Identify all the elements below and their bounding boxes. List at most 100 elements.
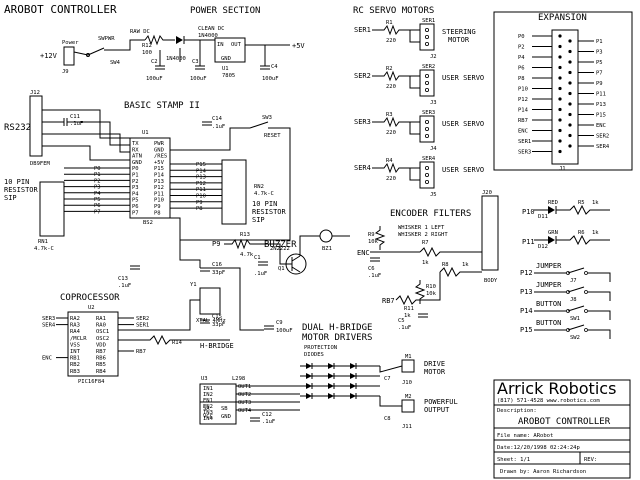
expansion-pin-label: SER2 <box>596 134 609 140</box>
wire <box>409 30 420 43</box>
wire <box>42 145 130 161</box>
servo-pin <box>424 35 429 40</box>
stamp-port-net: P13 <box>196 175 206 181</box>
rb7-net-label: RB7 <box>382 297 395 305</box>
pic-pin-label: RA0 <box>96 323 106 329</box>
basic-stamp-section: BASIC STAMP II RS232 J12 DB9FEM U1 BS2 R… <box>4 90 291 252</box>
servo-connector-net: SER1 <box>422 18 435 24</box>
pic-pin-net: ENC <box>42 356 52 362</box>
stamp-pin-label: P13 <box>154 179 164 185</box>
body-label: BODY <box>484 278 498 284</box>
servo-connector-ref: J2 <box>430 54 437 60</box>
switch-port: P15 <box>520 326 533 334</box>
wire <box>42 109 130 139</box>
file-name: File name: ARobot <box>497 433 553 439</box>
stamp-pin-label: P3 <box>132 185 139 191</box>
capacitor-c5-ref: C5 <box>398 318 405 324</box>
motor-m1 <box>401 359 415 373</box>
expansion-pin-label: RB7 <box>518 118 528 124</box>
stamp-pin-label: P9 <box>154 204 161 210</box>
led-section: P10 RED D11 R5 1k P11 GRN D12 R6 1k <box>522 200 610 250</box>
capacitor-c6-value: .1uF <box>368 273 381 279</box>
stamp-port-net: P8 <box>196 206 203 212</box>
wire <box>299 235 320 256</box>
expansion-pin <box>568 70 572 75</box>
stamp-pin-label: +5V <box>154 160 165 166</box>
power-jack-ref: J9 <box>62 69 69 75</box>
stamp-pin-label: P0 <box>132 166 139 172</box>
resistor-r12-value: 100 <box>142 50 152 56</box>
servo-pin <box>424 81 429 86</box>
expansion-pin-label: P7 <box>596 71 603 77</box>
pic-chip-u2 <box>67 311 119 377</box>
resistor-r6 <box>556 234 610 246</box>
switch-contact <box>584 290 588 294</box>
servo-label: USER SERVO <box>442 74 484 82</box>
stamp-port-net: P10 <box>196 194 206 200</box>
expansion-pin-label: P5 <box>596 60 603 66</box>
buzzer-bz1 <box>319 229 333 243</box>
wire <box>372 24 420 36</box>
capacitor-c16-ref: C16 <box>212 262 222 268</box>
buzzer-input-port: P9 <box>212 240 220 248</box>
diode-d1-ref: 1N4000 <box>166 56 186 62</box>
stamp-heading: BASIC STAMP II <box>124 101 200 111</box>
pic-pin-label: OSC1 <box>96 329 109 335</box>
powerful-output-label-1: POWERFUL <box>424 398 458 406</box>
wire <box>372 116 420 128</box>
resistor-r11-value: 1k <box>404 313 411 319</box>
hbridge-pin-label: IN4 <box>203 416 214 422</box>
hbridge-pin-label: IN1 <box>203 386 213 392</box>
rn2-desc-1: 10 PIN <box>252 200 277 208</box>
switch-contact <box>584 309 588 313</box>
pic-pin-label: OSC2 <box>96 336 109 342</box>
crystal-y1-ref: Y1 <box>190 282 197 288</box>
switch-port: P12 <box>520 269 533 277</box>
wire <box>210 267 264 331</box>
servo-pin <box>424 74 429 79</box>
schematic-title: AROBOT CONTROLLER <box>4 3 117 16</box>
capacitor-c14-ref: C14 <box>212 116 223 122</box>
stamp-pin-label: P14 <box>154 173 165 179</box>
expansion-pin-label: P1 <box>596 39 603 45</box>
servo-section: RC SERVO MOTORS SER1R1220SER1J2STEERINGM… <box>353 6 484 198</box>
regulator-ref: U1 <box>222 66 229 72</box>
pic-pin-label: VDD <box>96 342 106 348</box>
capacitor-c1-value: .1uF <box>254 271 267 277</box>
servo-section-heading: RC SERVO MOTORS <box>353 6 434 16</box>
servo-label-2: MOTOR <box>448 36 470 44</box>
resistor-network-rn1 <box>39 181 65 237</box>
capacitor-c14-value: .1uF <box>212 124 225 130</box>
expansion-pin <box>568 144 572 148</box>
resistor-r10 <box>414 280 426 304</box>
led-green-port: P11 <box>522 238 535 246</box>
rs232-label: RS232 <box>4 123 31 133</box>
hbridge-pin-label: EN2 <box>203 404 213 410</box>
wire <box>372 70 420 82</box>
capacitor-c7-ref: C7 <box>384 376 391 382</box>
pic-pin-net: SER3 <box>42 316 55 322</box>
resistor-r13-value: 4.7k <box>240 252 254 258</box>
stamp-chip-ref: U1 <box>142 130 149 136</box>
hbridge-pin-label: SB <box>221 406 228 412</box>
resistor-r9-value: 10k <box>368 239 379 245</box>
stamp-pin-label: P1 <box>132 173 139 179</box>
servo-pin <box>424 133 429 138</box>
hbridge-chip-ref: U3 <box>201 376 208 382</box>
resistor-r13 <box>224 238 292 265</box>
resistor-r7 <box>419 246 482 258</box>
power-input-label: +12V <box>40 52 58 60</box>
resistor-r6-value: 1k <box>592 230 599 236</box>
expansion-pin <box>558 34 562 38</box>
capacitor-c9-value: 100uF <box>276 328 293 334</box>
pic-pin-label: RB2 <box>70 362 80 368</box>
wire <box>170 127 250 151</box>
hbridge-output-label: OUT2 <box>238 392 251 398</box>
servo-connector <box>419 115 435 143</box>
stamp-pin-label: P11 <box>154 191 164 197</box>
rn2-value: 4.7k-C <box>254 191 274 197</box>
pic-pin-net: SER2 <box>136 316 149 322</box>
servo-signal-net: SER4 <box>354 164 371 172</box>
pic-pin-net: RB7 <box>136 349 146 355</box>
pic-pin-net: SER4 <box>42 323 56 329</box>
